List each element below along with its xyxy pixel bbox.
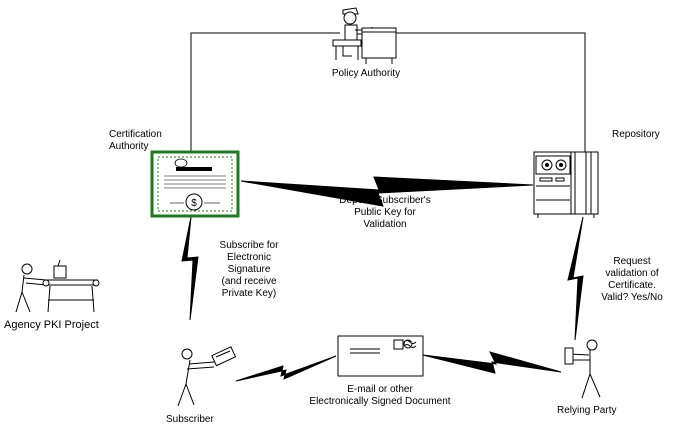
policy-authority-label: Policy Authority [331, 68, 401, 79]
lightning-bolt-icon [422, 351, 562, 374]
certification-authority-label-line1: Certification [109, 129, 162, 140]
subscribe-flow-line4: (and receive [221, 276, 277, 287]
certificate-seal-symbol: $ [191, 198, 197, 209]
signed-document-label-line1: E-mail or other [347, 384, 413, 395]
lightning-bolt-icon [567, 216, 584, 341]
lightning-bolt-icon [181, 216, 199, 321]
signed-document-label-line2: Electronically Signed Document [309, 396, 451, 407]
server-rack-icon [533, 151, 599, 218]
deposit-flow-line1: Deposit Subscriber's [339, 195, 431, 206]
envelope-icon [337, 335, 424, 377]
request-flow-line2: validation of [605, 268, 659, 279]
signed-document-label: E-mail or other Electronically Signed Do… [300, 384, 460, 408]
agency-pki-project-label: Agency PKI Project [4, 319, 99, 331]
certification-authority-label-line2: Authority [109, 141, 149, 152]
person-holding-document-icon [177, 346, 237, 407]
request-flow-line1: Request [613, 256, 651, 267]
policy-connector [190, 32, 586, 152]
worker-conveyor-icon [15, 259, 100, 313]
request-flow-line4: Valid? Yes/No [601, 292, 663, 303]
request-flow-line3: Certificate. [608, 280, 656, 291]
deposit-flow-line3: Validation [363, 219, 407, 230]
repository-label: Repository [612, 129, 660, 140]
relying-party-label: Relying Party [557, 405, 617, 416]
deposit-flow-label: Deposit Subscriber's Public Key for Vali… [329, 195, 441, 231]
subscribe-flow-label: Subscribe for Electronic Signature (and … [211, 240, 287, 300]
subscribe-flow-line1: Subscribe for [219, 240, 279, 251]
request-flow-label: Request validation of Certificate. Valid… [590, 256, 674, 304]
deposit-flow-line2: Public Key for [354, 207, 416, 218]
subscribe-flow-line2: Electronic [227, 252, 271, 263]
certification-authority-label: Certification Authority [109, 129, 162, 153]
lightning-bolt-icon [235, 355, 337, 382]
subscribe-flow-line3: Signature [227, 264, 271, 275]
person-holding-document-icon [564, 339, 601, 399]
subscriber-label: Subscriber [166, 414, 214, 425]
person-at-desk-icon [332, 7, 397, 64]
subscribe-flow-line5: Private Key) [221, 288, 277, 299]
certificate-icon: $ [150, 150, 240, 218]
lightning-bolt-icon [240, 176, 534, 207]
